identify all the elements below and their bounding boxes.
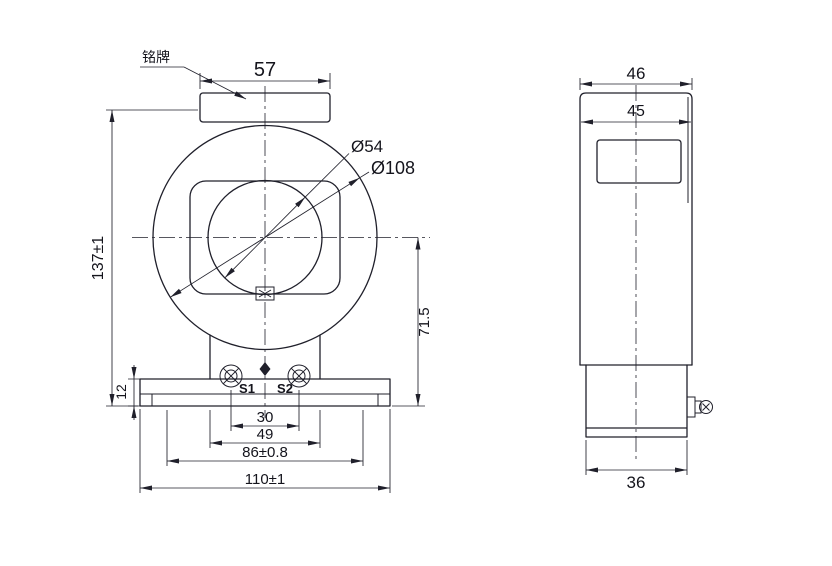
body-sides	[209, 334, 321, 380]
dim-body-width: 49	[209, 410, 321, 448]
dim-base-width: 110±1	[139, 409, 391, 493]
svg-text:Ø108: Ø108	[371, 158, 415, 178]
svg-text:137±1: 137±1	[90, 236, 107, 280]
side-view: 46 45 36	[579, 64, 713, 492]
terminal-s1-label: S1	[239, 381, 255, 396]
terminal-s2-screw	[287, 364, 311, 388]
svg-text:86±0.8: 86±0.8	[242, 444, 288, 461]
terminal-s1-screw	[219, 364, 243, 388]
dim-center-to-base: 71.5	[392, 237, 433, 407]
nameplate-callout: 铭牌	[140, 49, 247, 100]
terminal-s2-label: S2	[277, 381, 293, 396]
svg-text:49: 49	[257, 426, 274, 443]
dim-terminal-spacing: 30	[230, 390, 300, 431]
dim-inner-diameter: Ø54	[224, 137, 383, 279]
dim-side-top-width: 46	[579, 64, 693, 90]
svg-text:45: 45	[627, 103, 645, 120]
dim-side-body-width: 45	[581, 103, 691, 125]
mounting-base	[139, 378, 391, 407]
base-front-edge	[140, 393, 390, 406]
outer-circle	[152, 124, 378, 351]
side-terminal-screw	[686, 396, 713, 418]
side-bottom-block	[585, 364, 688, 438]
dim-mount-hole-spacing: 86±0.8	[166, 410, 364, 466]
side-body-outline	[579, 92, 693, 366]
svg-text:30: 30	[257, 409, 274, 426]
svg-text:110±1: 110±1	[245, 471, 286, 488]
svg-text:57: 57	[254, 59, 276, 81]
svg-text:46: 46	[627, 64, 646, 83]
nameplate-label: 铭牌	[142, 49, 170, 65]
dim-top-width: 57	[199, 59, 331, 89]
front-view: 铭牌 57 Ø54 Ø108 137±1	[90, 49, 433, 493]
side-nameplate	[596, 139, 682, 184]
dim-side-bottom-width: 36	[585, 440, 688, 492]
svg-text:71.5: 71.5	[416, 307, 433, 336]
dim-outer-diameter: Ø108	[169, 158, 415, 298]
dim-overall-height: 137±1	[90, 109, 198, 407]
svg-text:36: 36	[627, 473, 646, 492]
top-cap	[199, 92, 331, 123]
dim-base-thickness: 12	[113, 365, 140, 420]
svg-text:Ø54: Ø54	[351, 137, 383, 156]
svg-text:12: 12	[113, 384, 129, 400]
polarity-diamond	[259, 362, 271, 376]
